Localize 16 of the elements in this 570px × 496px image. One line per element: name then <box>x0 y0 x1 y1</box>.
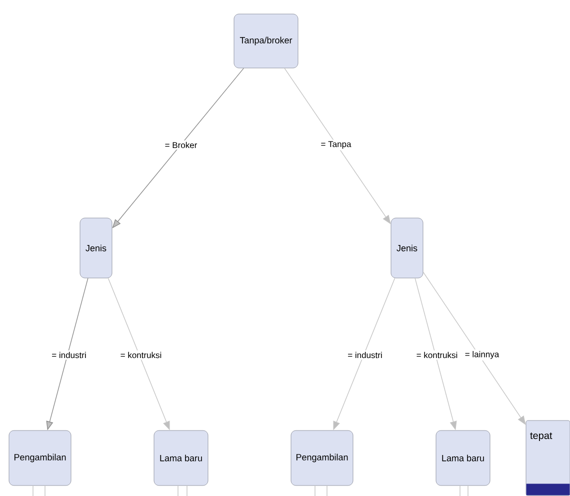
edge-label: = industri <box>50 350 88 360</box>
decision-node: tepat <box>526 420 570 496</box>
edge-label: = industri <box>346 350 384 360</box>
decision-node: Pengambilan <box>8 430 72 486</box>
decision-node: Jenis <box>80 218 112 278</box>
decision-node: Lama baru <box>436 430 490 486</box>
edge-label: = kontruksi <box>118 350 164 360</box>
arrow <box>422 272 526 425</box>
decision-node: Tanpa/broker <box>234 14 298 68</box>
edge-label: = Tanpa <box>319 140 353 150</box>
edge-label: = lainnya <box>463 350 501 360</box>
edge-label: = Broker <box>163 140 199 150</box>
decision-node: Lama baru <box>154 430 208 486</box>
decision-node: Pengambilan <box>290 430 354 486</box>
edge-label: = kontruksi <box>414 350 460 360</box>
decision-node: Jenis <box>390 218 424 278</box>
